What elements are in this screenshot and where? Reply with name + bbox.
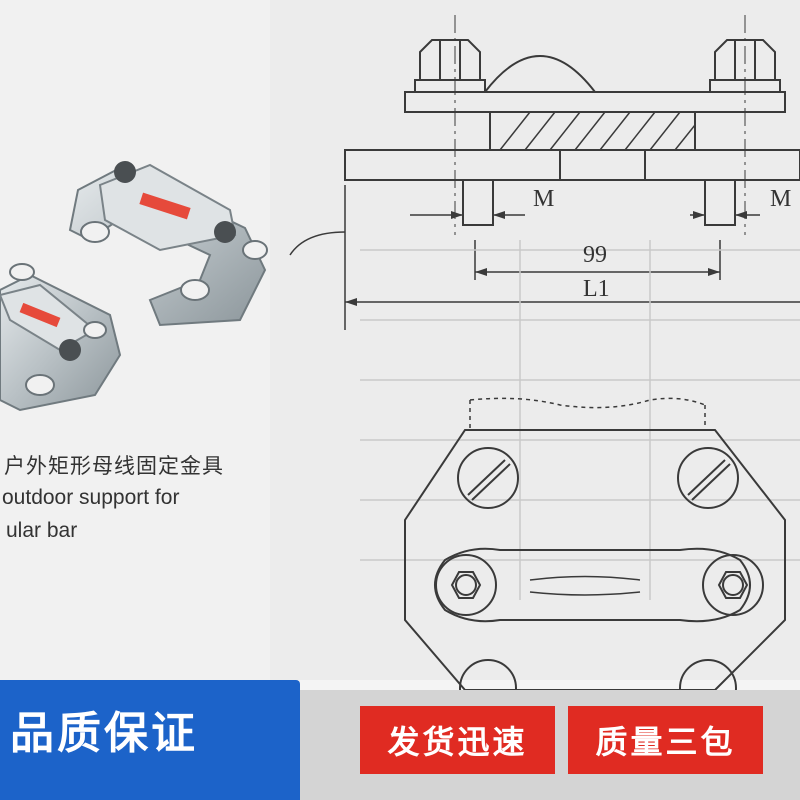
dim-m-left: M (533, 186, 555, 212)
clamp-photo (0, 161, 268, 412)
dim-99: 99 (583, 242, 607, 268)
caption-chinese: 户外矩形母线固定金具 (4, 454, 224, 478)
dim-m-right: M (770, 186, 792, 212)
bar-arc (484, 55, 596, 93)
caption-english-line2: ular bar (6, 519, 78, 542)
right-bolt-shank (704, 179, 736, 226)
clamp-plate (404, 91, 786, 113)
left-bolt-shank (462, 179, 494, 226)
fast-shipping-badge: 发货迅速 (360, 706, 555, 774)
base-plate (344, 149, 800, 181)
caption-english-line1: outdoor support for (2, 486, 180, 509)
technical-drawing (289, 15, 800, 690)
drawing-panel (270, 0, 800, 680)
clamp-secondary (0, 263, 122, 412)
warranty-badge: 质量三包 (568, 706, 763, 774)
clamp-plate-plan (434, 547, 751, 623)
banner-left-block (0, 680, 300, 800)
base-outline (404, 429, 786, 690)
clamp-main (68, 161, 268, 327)
dim-l1: L1 (583, 276, 610, 302)
left-nut (419, 39, 481, 81)
bar-outline (469, 397, 706, 409)
quality-guarantee-label: 品质保证 (10, 708, 198, 759)
